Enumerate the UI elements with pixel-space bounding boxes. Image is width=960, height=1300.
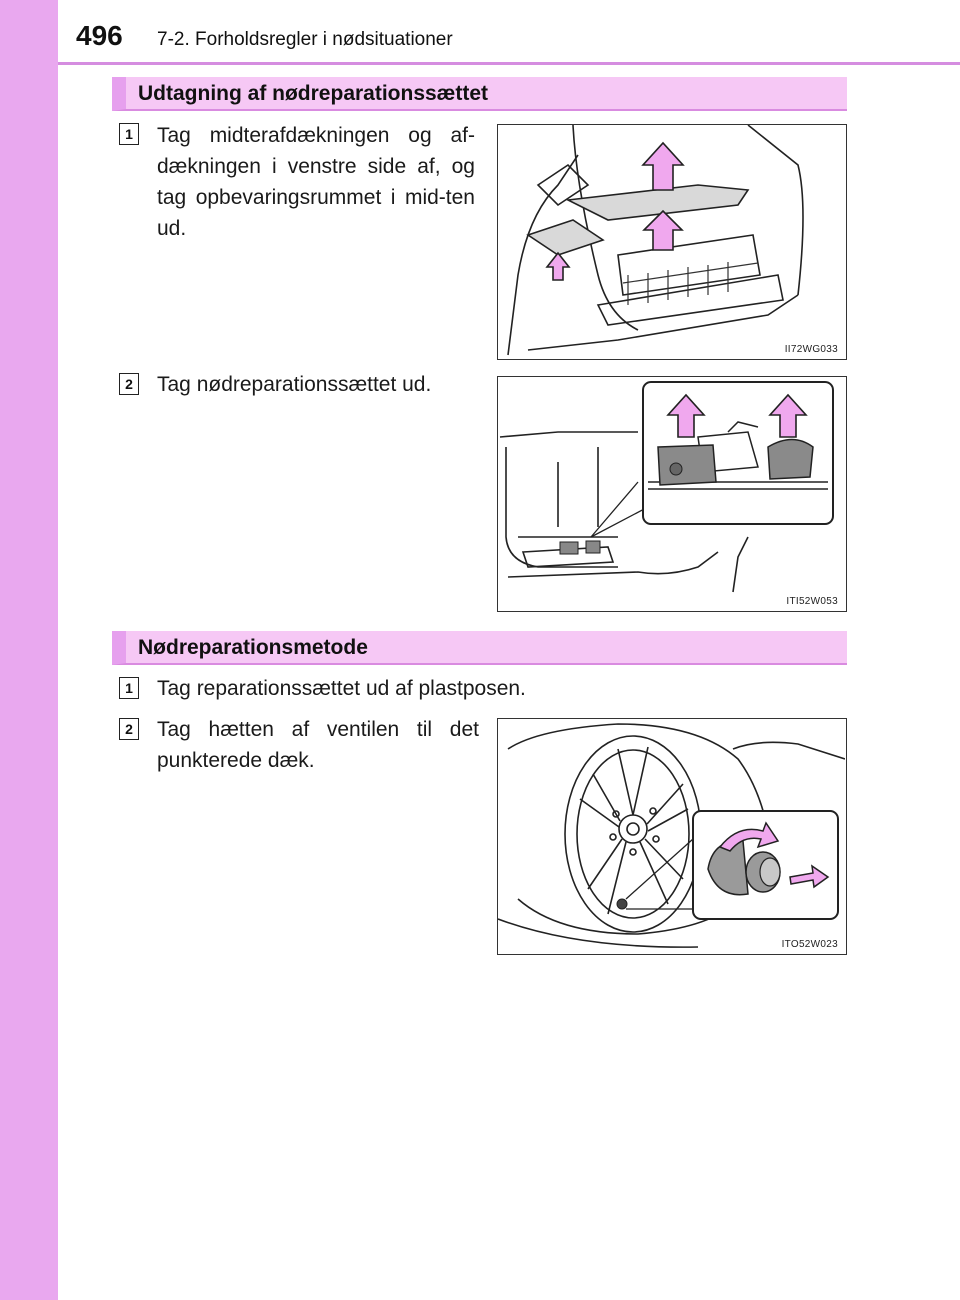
step-text: Tag nødreparationssættet ud. (157, 373, 432, 396)
illustration-wheel-valve (498, 723, 845, 948)
rotate-arrow-icon (718, 821, 780, 852)
pull-arrow-icon (789, 864, 830, 889)
figure-valve-cap: ITO52W023 (497, 718, 847, 955)
step-number-badge: 1 (119, 677, 139, 699)
section-heading-removal: Udtagning af nødreparationssættet (112, 77, 847, 111)
header-rule (58, 62, 960, 65)
figure-repair-kit-location: ITI52W053 (497, 376, 847, 612)
illustration-trunk-storage (507, 125, 804, 356)
step-text: Tag reparationssættet ud af plastposen. (157, 677, 526, 700)
chapter-side-tab (0, 0, 58, 1300)
figure-luggage-compartment: II72WG033 (497, 124, 847, 360)
step-text: Tag hætten af ventilen til det punktered… (157, 718, 479, 772)
section-title: Udtagning af nødreparationssættet (138, 82, 489, 105)
figure-code: ITI52W053 (786, 596, 838, 607)
step-number-badge: 2 (119, 373, 139, 395)
page-header: 496 7-2. Forholdsregler i nødsituationer (58, 0, 960, 60)
section-title: Nødreparationsmetode (138, 636, 368, 659)
step-number-badge: 1 (119, 123, 139, 145)
step-number-badge: 2 (119, 718, 139, 740)
figure-code: II72WG033 (784, 344, 838, 355)
section-heading-repair-method: Nødreparationsmetode (112, 631, 847, 665)
illustration-repair-kit (499, 381, 834, 593)
step-text: Tag midterafdækningen og af-dækningen i … (157, 124, 475, 240)
page-number: 496 (76, 20, 123, 51)
chapter-title: 7-2. Forholdsregler i nødsituationer (157, 29, 453, 50)
figure-code: ITO52W023 (781, 939, 838, 950)
pink-arrow-icon (666, 393, 808, 438)
pink-arrow-icon (545, 141, 685, 281)
